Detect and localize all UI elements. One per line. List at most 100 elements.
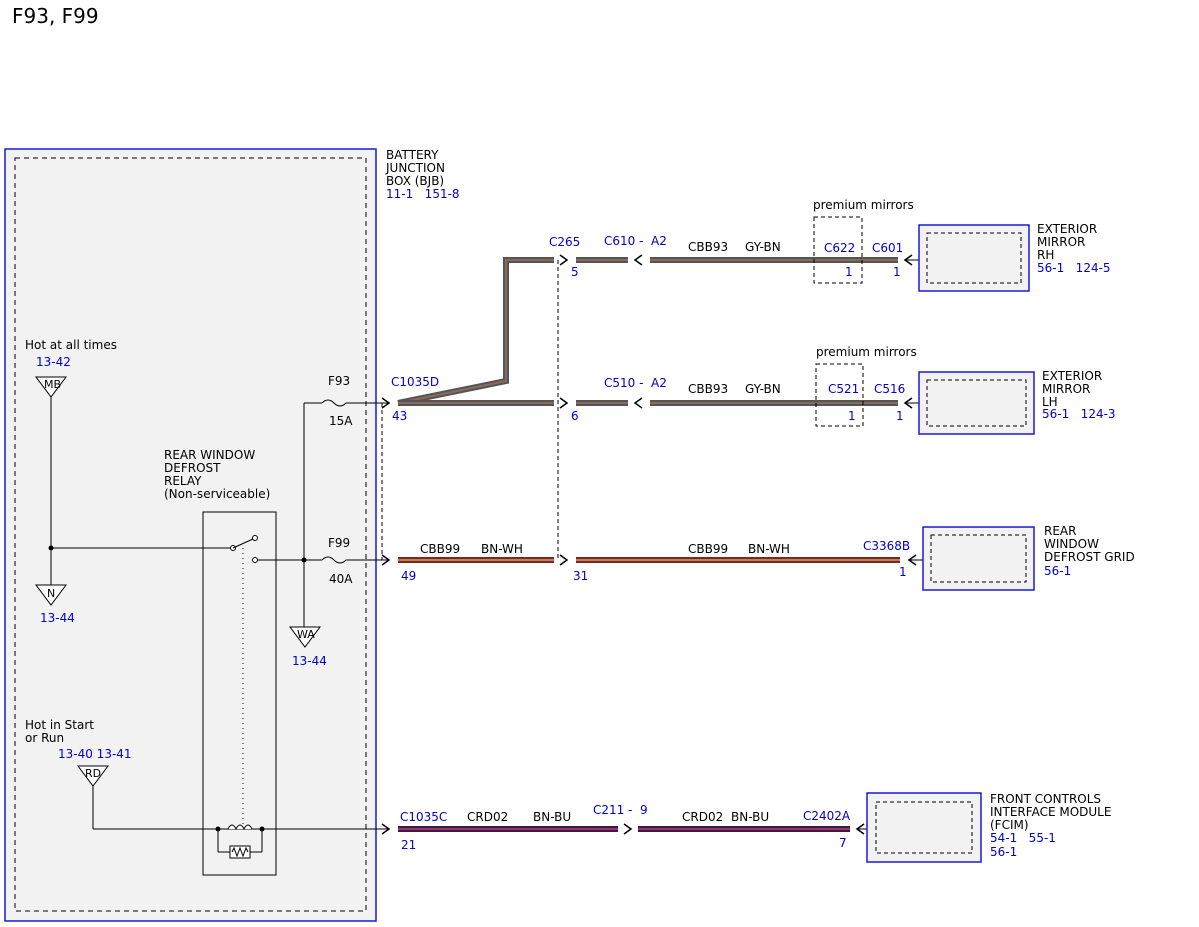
c610-arrow-icon — [633, 254, 643, 266]
wa-ground-ref: 13-44 — [292, 654, 327, 668]
relay-coil-icon — [215, 824, 265, 859]
svg-text:MIRROR: MIRROR — [1037, 235, 1085, 249]
fuse-f99-rating: 40A — [329, 572, 353, 586]
cbb99-circuit-grid: CBB99 — [688, 542, 728, 556]
svg-text:(Non-serviceable): (Non-serviceable) — [164, 487, 270, 501]
svg-text:MIRROR: MIRROR — [1042, 382, 1090, 396]
c622-name: C622 — [824, 241, 855, 255]
premium-mirrors-rh-label: premium mirrors — [813, 198, 914, 212]
relay-box — [202, 511, 277, 876]
c265-pin-31: 31 — [573, 569, 588, 583]
c265-pin-6: 6 — [571, 409, 579, 423]
c610-name: C610 - A2 — [604, 234, 667, 248]
svg-text:RELAY: RELAY — [164, 474, 202, 488]
c1035d-name: C1035D — [391, 375, 439, 389]
fuse-f93-icon — [321, 399, 347, 407]
relay-switch-icon — [230, 535, 258, 563]
rd-node-icon: RD — [77, 765, 109, 787]
crd02-circuit-b: CRD02 — [682, 810, 723, 824]
c1035d-pin-43: 43 — [392, 409, 407, 423]
mirror-lh-label: EXTERIOR MIRROR LH 56-1 124-3 — [1042, 369, 1116, 421]
fuse-f93-name: F93 — [328, 374, 350, 388]
c1035d-arrow-icon — [381, 397, 391, 566]
hot-all-times-label: Hot at all times — [25, 338, 117, 352]
cbb93-color-rh: GY-BN — [745, 240, 781, 254]
c510-name: C510 - A2 — [604, 376, 667, 390]
hot-start-ref: 13-40 13-41 — [58, 747, 132, 761]
c1035c-arrow-icon — [381, 823, 391, 835]
c1035c-pin: 21 — [401, 838, 416, 852]
c3368b-pin: 1 — [899, 565, 907, 579]
mb-node-icon: MB — [35, 376, 67, 398]
svg-text:BATTERY: BATTERY — [386, 148, 439, 162]
premium-mirrors-rh-box — [813, 216, 863, 284]
c2402a-name: C2402A — [803, 809, 851, 823]
c601-name: C601 — [872, 241, 903, 255]
c521-pin: 1 — [848, 409, 856, 423]
crd02-color-a: BN-BU — [533, 810, 571, 824]
svg-text:INTERFACE MODULE: INTERFACE MODULE — [990, 805, 1111, 819]
c211-name: C211 - 9 — [593, 803, 648, 817]
bjb-outer-box — [4, 148, 377, 922]
svg-text:EXTERIOR: EXTERIOR — [1042, 369, 1102, 383]
svg-text:DEFROST GRID: DEFROST GRID — [1044, 550, 1135, 564]
page-title: F93, F99 — [12, 4, 99, 28]
relay-label: REAR WINDOW DEFROST RELAY (Non-serviceab… — [164, 448, 270, 501]
svg-text:REAR WINDOW: REAR WINDOW — [164, 448, 255, 462]
fuse-f99-icon — [321, 556, 347, 564]
n-ground-ref: 13-44 — [40, 611, 75, 625]
wire-cbb93-rh-splice — [397, 257, 554, 406]
fuse-f99-name: F99 — [328, 536, 350, 550]
c510-arrow-icon — [633, 397, 643, 409]
svg-text:56-1 124-3: 56-1 124-3 — [1042, 407, 1116, 421]
c3368b-name: C3368B — [863, 539, 910, 553]
n-ground-icon: N — [35, 584, 67, 606]
svg-text:DEFROST: DEFROST — [164, 461, 221, 475]
c265-name: C265 — [549, 235, 580, 249]
c211-arrow-icon — [623, 823, 633, 835]
cbb93-circuit-lh: CBB93 — [688, 382, 728, 396]
svg-text:EXTERIOR: EXTERIOR — [1037, 222, 1097, 236]
c1035c-name: C1035C — [400, 810, 447, 824]
crd02-circuit-a: CRD02 — [467, 810, 508, 824]
cbb93-color-lh: GY-BN — [745, 382, 781, 396]
c265-arrow-icon — [559, 254, 569, 566]
svg-text:LH: LH — [1042, 395, 1058, 409]
svg-text:(FCIM): (FCIM) — [990, 818, 1029, 832]
c1035d-pin-49: 49 — [401, 569, 416, 583]
crd02-color-b: BN-BU — [731, 810, 769, 824]
c516-pin: 1 — [896, 409, 904, 423]
svg-text:54-1 55-1: 54-1 55-1 — [990, 831, 1056, 845]
fcim-label: FRONT CONTROLS INTERFACE MODULE (FCIM) 5… — [990, 792, 1111, 859]
svg-text:WINDOW: WINDOW — [1044, 537, 1099, 551]
c622-pin: 1 — [845, 265, 853, 279]
svg-text:BOX (BJB): BOX (BJB) — [386, 174, 444, 188]
c516-name: C516 — [874, 382, 905, 396]
mirror-lh-box — [918, 371, 1035, 435]
svg-text:56-1 124-5: 56-1 124-5 — [1037, 261, 1111, 275]
premium-mirrors-lh-label: premium mirrors — [816, 345, 917, 359]
svg-text:JUNCTION: JUNCTION — [385, 161, 445, 175]
svg-text:N: N — [47, 587, 55, 600]
cbb93-circuit-rh: CBB93 — [688, 240, 728, 254]
mirror-rh-box — [918, 224, 1030, 292]
c601-pin: 1 — [893, 265, 901, 279]
svg-text:56-1: 56-1 — [1044, 564, 1071, 578]
bjb-refs: 11-1 151-8 — [386, 187, 460, 201]
c2402a-pin: 7 — [839, 836, 847, 850]
svg-text:RD: RD — [85, 767, 101, 780]
c265-pin-5: 5 — [571, 265, 579, 279]
cbb99-color-bjb: BN-WH — [481, 542, 523, 556]
c521-name: C521 — [828, 382, 859, 396]
svg-text:MB: MB — [44, 378, 61, 391]
fcim-box — [866, 792, 982, 863]
fuse-f93-rating: 15A — [329, 414, 353, 428]
mirror-rh-label: EXTERIOR MIRROR RH 56-1 124-5 — [1037, 222, 1111, 275]
hot-start-label-1: Hot in Start — [25, 718, 94, 732]
bjb-label: BATTERY JUNCTION BOX (BJB) 11-1 151-8 — [385, 148, 460, 201]
bjb-inner-box — [14, 157, 367, 912]
premium-mirrors-lh-box — [815, 363, 864, 427]
svg-text:56-1: 56-1 — [990, 845, 1017, 859]
hot-start-label-2: or Run — [25, 731, 64, 745]
